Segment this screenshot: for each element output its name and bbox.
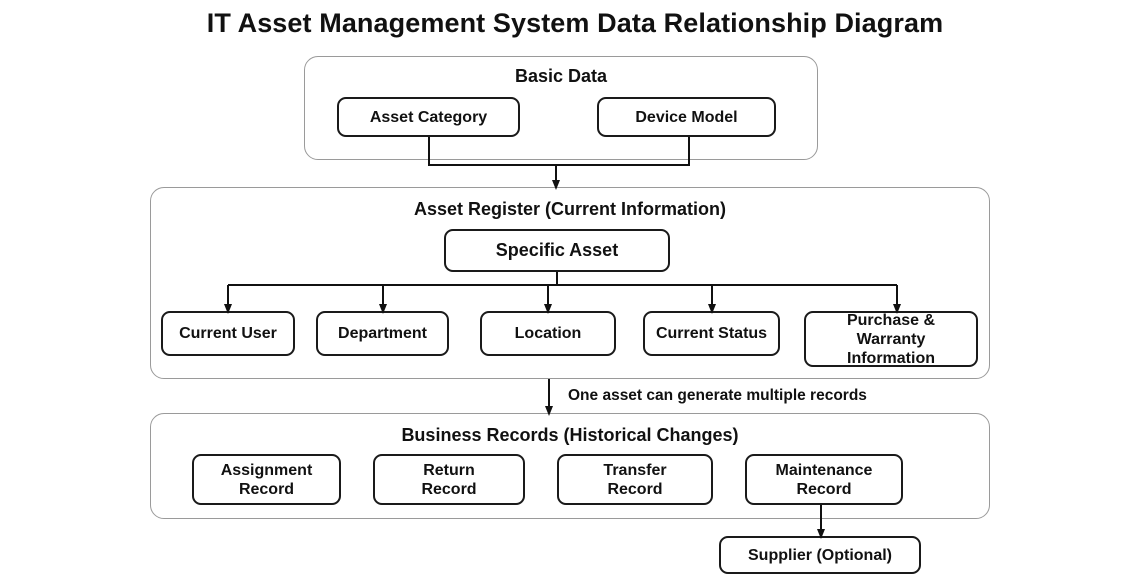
node-transfer-record: Transfer Record	[557, 454, 713, 505]
node-department: Department	[316, 311, 449, 356]
node-supplier: Supplier (Optional)	[719, 536, 921, 574]
node-current-user: Current User	[161, 311, 295, 356]
node-maintenance-record: Maintenance Record	[745, 454, 903, 505]
diagram-title: IT Asset Management System Data Relation…	[206, 8, 944, 38]
node-assignment-record: Assignment Record	[192, 454, 341, 505]
edge-note: One asset can generate multiple records	[568, 387, 867, 404]
group-basic-data-title: Basic Data	[514, 66, 608, 86]
node-current-status: Current Status	[643, 311, 780, 356]
node-location: Location	[480, 311, 616, 356]
node-return-record: Return Record	[373, 454, 525, 505]
node-purchase-warranty: Purchase & Warranty Information	[804, 311, 978, 367]
group-asset-register-title: Asset Register (Current Information)	[413, 199, 727, 219]
group-business-records-title: Business Records (Historical Changes)	[401, 425, 739, 445]
node-device-model: Device Model	[597, 97, 776, 137]
node-specific-asset: Specific Asset	[444, 229, 670, 272]
node-asset-category: Asset Category	[337, 97, 520, 137]
